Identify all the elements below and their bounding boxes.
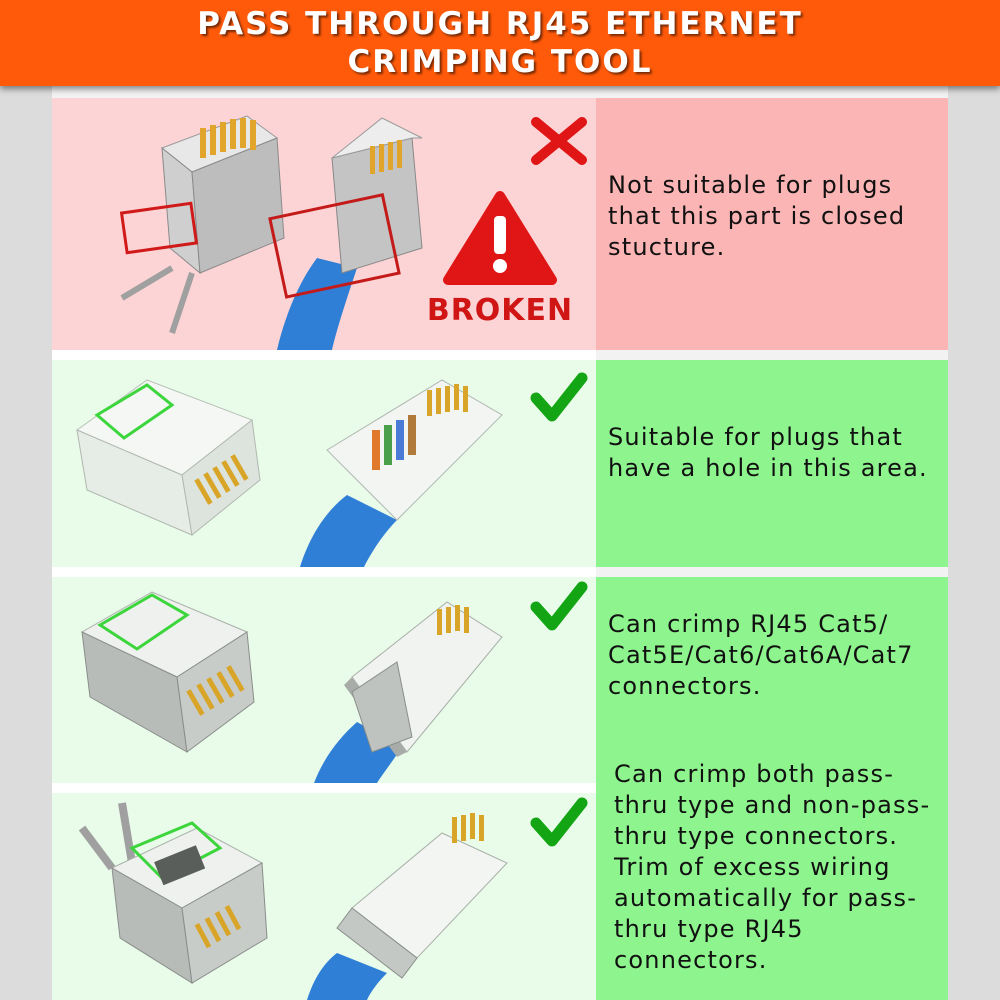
section-passthru-text: Can crimp both pass-thru type and non-pa…: [614, 760, 931, 974]
shielded-clear-plug-illustration: [80, 581, 588, 783]
section-closed-text: Not suitable for plugs that this part is…: [608, 171, 906, 261]
shielded-plug-cable: [314, 601, 503, 783]
section-closed-text-panel: Not suitable for plugs that this part is…: [596, 98, 948, 350]
section-passthru-image: [52, 793, 596, 1000]
right-margin: [948, 86, 1000, 1000]
shielded-plug-right: [268, 117, 423, 350]
clear-plug-right: [300, 379, 503, 567]
divider: [52, 567, 596, 577]
section-hole-text-panel: Suitable for plugs that have a hole in t…: [596, 360, 948, 567]
section-category-text: Can crimp RJ45 Cat5/ Cat5E/Cat6/Cat6A/Ca…: [608, 610, 914, 700]
section-closed-image: BROKEN: [52, 98, 596, 350]
shielded-plug-angled: [80, 591, 255, 753]
broken-label: BROKEN: [427, 293, 573, 328]
cross-icon: [531, 117, 587, 165]
section-hole-image: [52, 360, 596, 567]
warning-icon: [443, 191, 557, 285]
divider: [52, 350, 596, 360]
title-line-2: CRIMPING TOOL: [347, 44, 653, 80]
section-category-image: [52, 577, 596, 783]
passthru-plug-left: [78, 802, 268, 984]
clear-plug-left: [75, 379, 261, 536]
section-hole-text: Suitable for plugs that have a hole in t…: [608, 423, 928, 482]
check-icon: [530, 372, 588, 422]
section-category-text-panel: Can crimp RJ45 Cat5/ Cat5E/Cat6/Cat6A/Ca…: [596, 577, 948, 783]
check-icon: [530, 797, 588, 847]
shielded-plug-illustration: BROKEN: [119, 115, 587, 350]
clear-plug-illustration: [75, 372, 588, 567]
divider: [52, 783, 596, 793]
passthru-plug-cable: [307, 813, 508, 1000]
title-banner: PASS THROUGH RJ45 ETHERNET CRIMPING TOOL: [0, 0, 1000, 86]
check-icon: [530, 581, 588, 631]
passthru-plug-illustration: [78, 797, 588, 1000]
title-line-1: PASS THROUGH RJ45 ETHERNET: [197, 6, 803, 42]
section-passthru-text-panel: Can crimp both pass-thru type and non-pa…: [596, 760, 948, 1000]
shielded-plug-left: [119, 115, 285, 334]
left-margin: [0, 86, 52, 1000]
